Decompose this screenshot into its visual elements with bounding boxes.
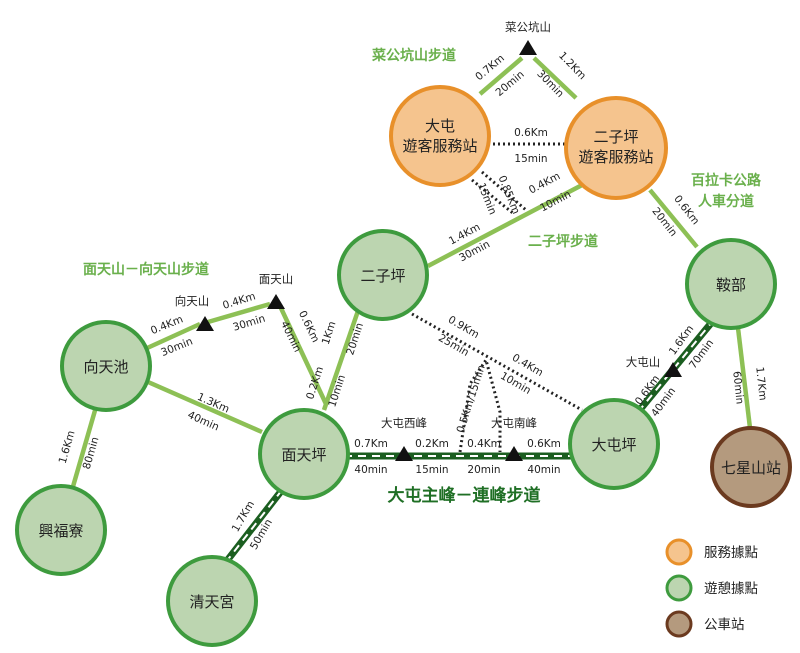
- edge-label: 10min: [498, 370, 533, 397]
- peak-datun-south-label: 大屯南峰: [491, 416, 537, 430]
- node-erziping-label: 二子坪: [360, 267, 405, 285]
- edge-label: 15min: [475, 181, 499, 216]
- node-datun-center-label-1: 大屯: [425, 117, 455, 135]
- trail-erziping-to-erziping-center: [426, 182, 586, 268]
- trail-xiangtianchi-to-miantianping: [147, 379, 263, 435]
- node-qingtiangong: 清天宮: [166, 555, 258, 647]
- peak-xiangtianshan-label: 向天山: [175, 294, 210, 308]
- peak-datun-west-label: 大屯西峰: [381, 416, 427, 430]
- trail-xiangtianchi-to-xingfuliao: [69, 406, 99, 491]
- edge-label: 0.6Km: [514, 127, 548, 139]
- dotted-datun-center-to-erziping-a: [471, 178, 515, 216]
- peak-datunshan-label: 大屯山: [626, 355, 661, 369]
- node-miantianping: 面天坪: [258, 408, 350, 500]
- trail-erziping-to-miantianping: [321, 304, 363, 411]
- node-xiangtianchi-label: 向天池: [83, 358, 128, 376]
- trail-name-erziping: 二子坪步道: [528, 233, 598, 250]
- edge-label: 40min: [527, 464, 560, 476]
- edge-label: 20min: [467, 464, 500, 476]
- edge-label: 40min: [278, 319, 303, 354]
- trail-miantianshan-to-miantianping: [277, 305, 329, 405]
- node-anbu-label: 鞍部: [716, 276, 746, 294]
- edge-label: 0.4Km: [527, 170, 562, 196]
- edge-label: 50min: [248, 517, 275, 552]
- trail-erziping-center-to-anbu: [648, 188, 699, 249]
- trail-name-miantian: 面天山－向天山步道: [83, 261, 209, 278]
- peak-markers: 菜公坑山 面天山 向天山 大屯西峰 大屯南峰 大屯山: [175, 20, 682, 461]
- edge-label: 60min: [730, 371, 745, 405]
- edge-label: 1.2Km: [556, 50, 588, 83]
- trail-xiangtianchi-to-xiangtianshan: [144, 321, 201, 352]
- edge-label: 0.4Km: [467, 438, 501, 450]
- legend: 服務據點 遊憩據點 公車站: [665, 538, 758, 638]
- peak-miantianshan-label: 面天山: [259, 272, 294, 286]
- edge-label: 0.5Km/15min: [455, 364, 488, 435]
- edge-label: 15min: [514, 153, 547, 165]
- main-trail-miantianping-to-qingtiangong-dash: [225, 489, 283, 563]
- edge-label: 0.6Km: [296, 309, 322, 345]
- trail-names: 菜公坑山步道 二子坪步道 百拉卡公路 人車分道 面天山－向天山步道 大屯主峰－連…: [83, 47, 762, 506]
- node-datun-center-label-2: 遊客服務站: [402, 137, 477, 155]
- peak-datun-west-icon: [395, 446, 413, 461]
- dotted-datunping-ridge-link: [458, 356, 502, 453]
- edge-label: 1.6Km: [57, 429, 78, 465]
- edge-label: 40min: [354, 464, 387, 476]
- edge-label: 10min: [538, 188, 573, 214]
- location-nodes: 大屯 遊客服務站 二子坪 遊客服務站 二子坪 鞍部 向天池 面天坪 大屯坪: [15, 85, 792, 647]
- peak-caigongkengshan-icon: [519, 40, 537, 55]
- node-datunping: 大屯坪: [568, 398, 660, 490]
- trail-name-main-ridge: 大屯主峰－連峰步道: [388, 485, 541, 506]
- edge-label: 0.6Km: [527, 438, 561, 450]
- legend-item-rest: 遊憩據點: [665, 574, 758, 602]
- node-erziping-center-label-1: 二子坪: [593, 128, 638, 146]
- legend-label-rest: 遊憩據點: [704, 580, 758, 597]
- legend-item-service: 服務據點: [665, 538, 758, 566]
- node-qingtiangong-label: 清天宮: [189, 593, 234, 611]
- node-datun-center: 大屯 遊客服務站: [389, 85, 491, 187]
- node-anbu: 鞍部: [685, 238, 777, 330]
- trail-name-caigongkeng: 菜公坑山步道: [371, 47, 456, 64]
- trail-caigongkeng-to-erziping-center: [532, 56, 578, 100]
- legend-label-service: 服務據點: [704, 545, 758, 561]
- node-xingfuliao-label: 興福寮: [38, 522, 83, 540]
- edge-label: 1.6Km: [667, 323, 697, 357]
- node-qixingshan-station: 七星山站: [710, 426, 792, 508]
- trail-anbu-to-qixingshan-station: [735, 327, 753, 429]
- peak-datunshan-icon: [664, 362, 682, 377]
- node-erziping-center-label-2: 遊客服務站: [578, 148, 653, 166]
- edge-label: 0.85Km: [496, 174, 522, 216]
- edge-label: 0.7Km: [473, 52, 507, 83]
- node-xiangtianchi: 向天池: [60, 320, 152, 412]
- legend-label-bus: 公車站: [704, 617, 745, 633]
- trail-name-bailaka-2: 人車分道: [698, 193, 754, 210]
- edge-label: 1.7Km: [753, 366, 768, 401]
- node-datunping-label: 大屯坪: [591, 436, 636, 454]
- legend-item-bus: 公車站: [665, 610, 745, 638]
- node-erziping-center: 二子坪 遊客服務站: [564, 96, 668, 200]
- edge-label: 15min: [415, 464, 448, 476]
- peak-miantianshan-icon: [267, 294, 285, 309]
- node-miantianping-label: 面天坪: [281, 446, 326, 464]
- edge-label: 20min: [494, 68, 527, 99]
- edge-label: 1Km: [320, 320, 339, 346]
- trail-xiangtianshan-to-miantianshan: [207, 301, 271, 325]
- trail-datun-center-to-caigongkeng: [478, 56, 524, 96]
- peak-datun-south-icon: [505, 446, 523, 461]
- node-erziping: 二子坪: [337, 229, 429, 321]
- dotted-erziping-to-datunping: [411, 312, 583, 412]
- node-xingfuliao: 興福寮: [15, 484, 107, 576]
- peak-xiangtianshan-icon: [196, 316, 214, 331]
- trail-name-bailaka-1: 百拉卡公路: [691, 172, 762, 189]
- trail-edges: [69, 56, 753, 565]
- peak-caigongkengshan-label: 菜公坑山: [505, 20, 551, 34]
- node-qixingshan-station-label: 七星山站: [721, 459, 781, 477]
- edge-label: 0.4Km: [510, 352, 545, 379]
- edge-label: 0.2Km: [415, 438, 449, 450]
- edge-label: 0.7Km: [354, 438, 388, 450]
